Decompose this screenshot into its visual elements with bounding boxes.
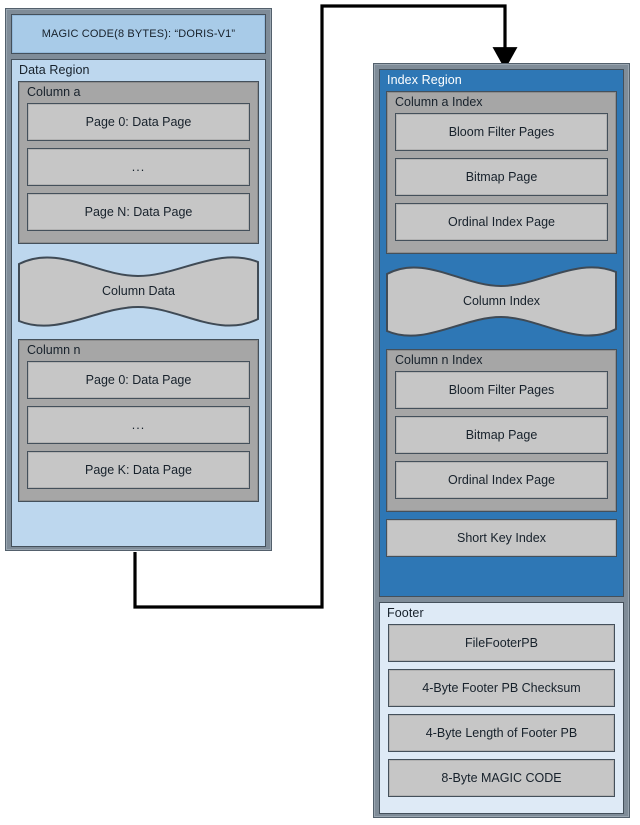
column-a-page-n[interactable]: Page N: Data Page: [27, 192, 250, 231]
footer-row-magic-code[interactable]: 8-Byte MAGIC CODE: [388, 758, 615, 797]
column-a-index-bitmap-page[interactable]: Bitmap Page: [395, 157, 608, 196]
connector-data-to-index: [133, 4, 518, 609]
footer-row-filefooterpb[interactable]: FileFooterPB: [388, 623, 615, 662]
footer-row-footer-pb-checksum[interactable]: 4-Byte Footer PB Checksum: [388, 668, 615, 707]
data-region: Data Region Column a Page 0: Data Page .…: [11, 59, 266, 547]
column-a-group: Column a Page 0: Data Page ... Page N: D…: [18, 80, 259, 244]
column-n-page-k[interactable]: Page K: Data Page: [27, 450, 250, 489]
index-region: Index Region Column a Index Bloom Filter…: [379, 69, 624, 597]
footer-row-length-of-footer-pb[interactable]: 4-Byte Length of Footer PB: [388, 713, 615, 752]
segment-file-right-panel: Index Region Column a Index Bloom Filter…: [373, 63, 630, 818]
column-n-index-title: Column n Index: [395, 352, 483, 367]
short-key-index-box[interactable]: Short Key Index: [386, 518, 617, 557]
column-n-title: Column n: [27, 342, 81, 357]
column-n-index-group: Column n Index Bloom Filter Pages Bitmap…: [386, 348, 617, 512]
column-n-index-bloom-filter-pages[interactable]: Bloom Filter Pages: [395, 370, 608, 409]
column-data-wave-shape: Column Data: [18, 250, 259, 333]
column-a-title: Column a: [27, 84, 81, 99]
column-a-index-bloom-filter-pages[interactable]: Bloom Filter Pages: [395, 112, 608, 151]
column-n-index-ordinal-index-page[interactable]: Ordinal Index Page: [395, 460, 608, 499]
column-a-index-title: Column a Index: [395, 94, 483, 109]
data-region-title: Data Region: [19, 63, 90, 77]
segment-file-left-panel: MAGIC CODE(8 BYTES): “DORIS-V1” Data Reg…: [5, 8, 272, 551]
magic-code-banner: MAGIC CODE(8 BYTES): “DORIS-V1”: [11, 14, 266, 54]
column-n-page-0[interactable]: Page 0: Data Page: [27, 360, 250, 399]
column-a-index-group: Column a Index Bloom Filter Pages Bitmap…: [386, 90, 617, 254]
column-n-page-ellipsis[interactable]: ...: [27, 405, 250, 444]
index-region-title: Index Region: [387, 73, 462, 87]
footer-region: Footer FileFooterPB 4-Byte Footer PB Che…: [379, 602, 624, 814]
magic-code-label: MAGIC CODE(8 BYTES): “DORIS-V1”: [41, 28, 236, 40]
column-a-page-0[interactable]: Page 0: Data Page: [27, 102, 250, 141]
column-n-group: Column n Page 0: Data Page ... Page K: D…: [18, 338, 259, 502]
column-n-index-bitmap-page[interactable]: Bitmap Page: [395, 415, 608, 454]
column-a-index-ordinal-index-page[interactable]: Ordinal Index Page: [395, 202, 608, 241]
column-index-wave-shape: Column Index: [386, 260, 617, 343]
footer-title: Footer: [387, 606, 424, 620]
column-a-page-ellipsis[interactable]: ...: [27, 147, 250, 186]
